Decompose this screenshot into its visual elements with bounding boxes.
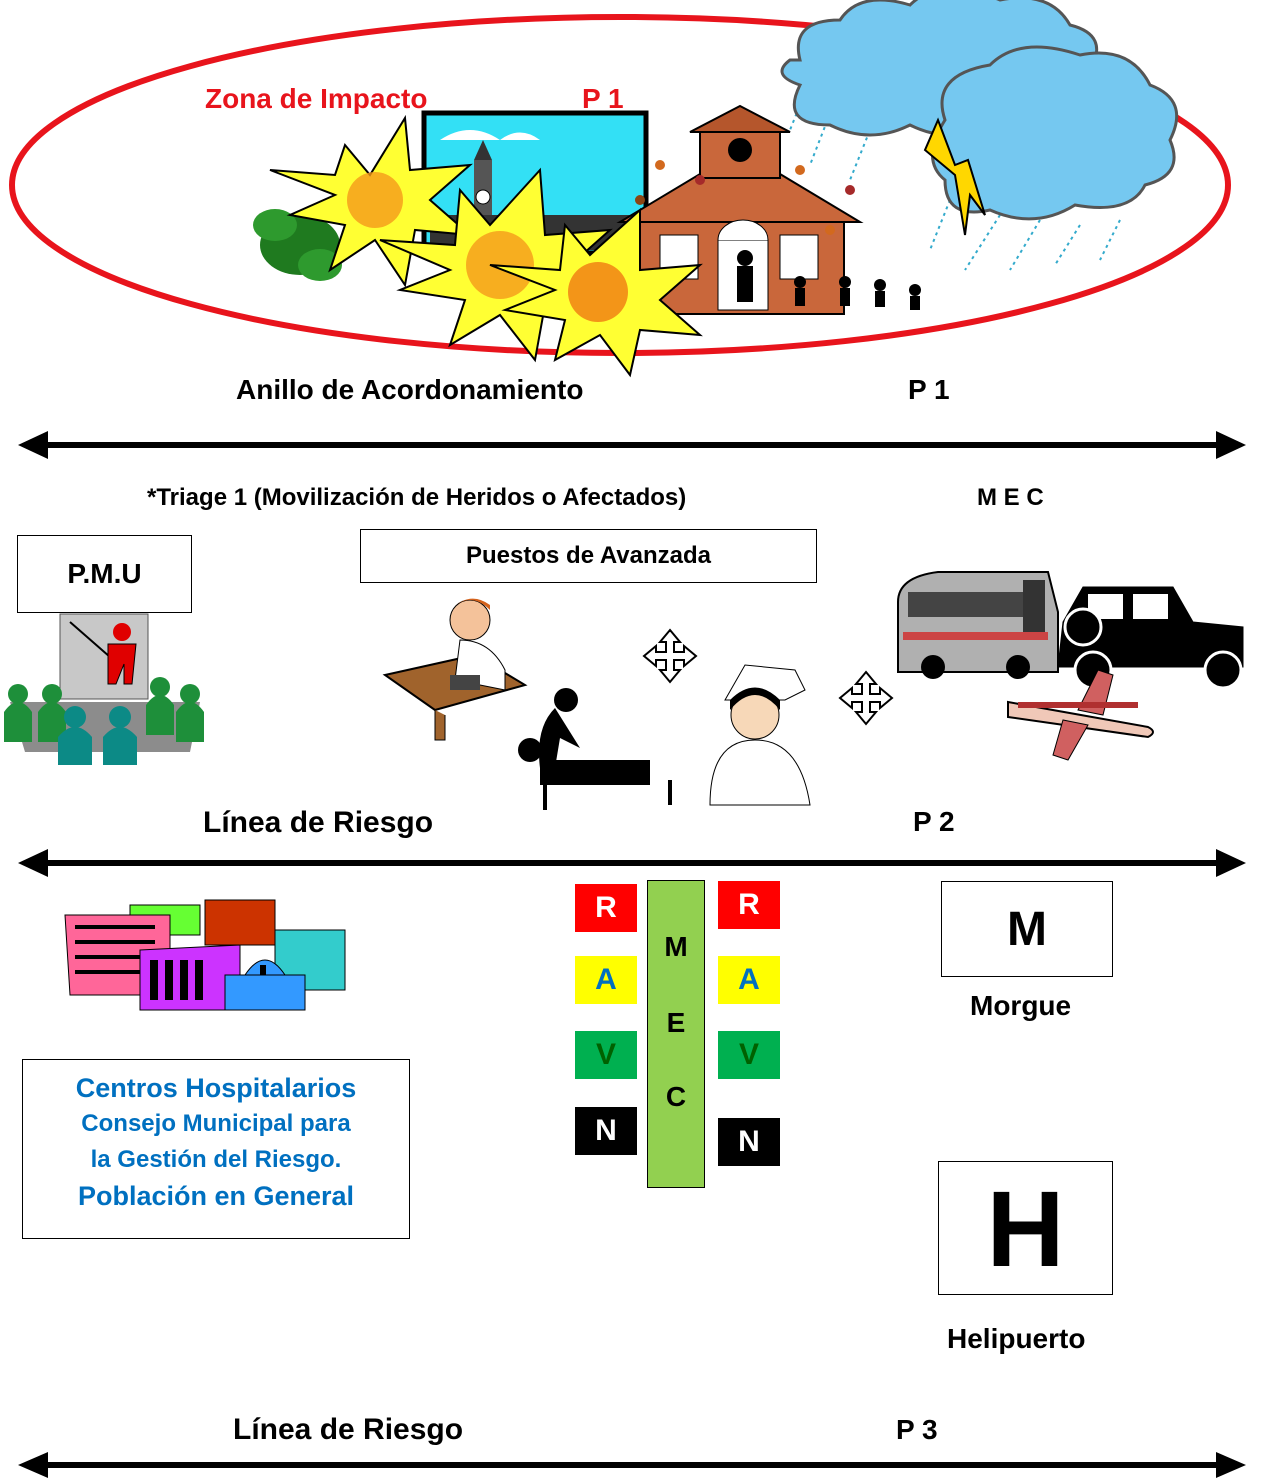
ring-label: Anillo de Acordonamiento xyxy=(236,374,584,405)
triage-tag-red-right: R xyxy=(718,881,780,929)
triage-tag-green-right: V xyxy=(718,1031,780,1079)
triage-tag-red-left: R xyxy=(575,884,637,932)
mec-letter-e: E xyxy=(666,1007,686,1038)
triage-tag-black-left: N xyxy=(575,1107,637,1155)
morgue-label: Morgue xyxy=(970,990,1072,1021)
impact-zone-level: P 1 xyxy=(582,83,624,114)
boundary-arrow-p1 xyxy=(18,431,1246,459)
storm-clouds xyxy=(780,0,1179,271)
triage-label: *Triage 1 (Movilización de Heridos o Afe… xyxy=(147,484,687,511)
mec-column: M E C xyxy=(647,880,705,1188)
advance-posts-box: Puestos de Avanzada xyxy=(360,529,817,583)
hospital-buildings-illustration xyxy=(64,899,346,1011)
triage-mec-label: M E C xyxy=(977,484,1044,511)
impact-zone-label: Zona de Impacto xyxy=(205,83,427,114)
hospitals-line-1: Centros Hospitalarios xyxy=(75,1073,357,1103)
mec-letter-m: M xyxy=(664,931,688,962)
hospitals-line-2: Consejo Municipal para xyxy=(81,1110,351,1137)
triage-tag-yellow-left: A xyxy=(575,956,637,1004)
triage-tag-black-right: N xyxy=(718,1118,780,1166)
risk-line-3-level: P 3 xyxy=(896,1414,938,1445)
hospitals-line-3: la Gestión del Riesgo. xyxy=(90,1146,342,1173)
bush xyxy=(253,209,342,281)
heliport-box: H xyxy=(938,1161,1113,1295)
boundary-arrow-p3 xyxy=(18,1452,1246,1478)
heliport-label: Helipuerto xyxy=(947,1323,1086,1354)
morgue-box: M xyxy=(941,881,1113,977)
impact-zone-illustration: Zona de Impacto P 1 xyxy=(9,0,1231,378)
risk-line-3-label: Línea de Riesgo xyxy=(233,1413,464,1446)
mec-letter-c: C xyxy=(665,1081,687,1112)
heliport-letter: H xyxy=(986,1167,1065,1289)
triage-tag-yellow-right: A xyxy=(718,956,780,1004)
advance-posts-illustration xyxy=(382,598,894,810)
risk-line-2-level: P 2 xyxy=(913,806,955,837)
pmu-box: P.M.U xyxy=(17,535,192,613)
boundary-arrow-p2 xyxy=(18,849,1246,877)
risk-line-2-label: Línea de Riesgo xyxy=(203,806,434,839)
ring-level: P 1 xyxy=(908,374,950,405)
hospitals-line-4: Población en General xyxy=(77,1181,355,1211)
triage-tag-green-left: V xyxy=(575,1031,637,1079)
pmu-meeting-illustration xyxy=(4,613,204,765)
vehicles-illustration xyxy=(897,571,1244,761)
explosion-bursts xyxy=(269,114,703,378)
hospitals-box: Centros Hospitalarios Consejo Municipal … xyxy=(22,1059,410,1239)
